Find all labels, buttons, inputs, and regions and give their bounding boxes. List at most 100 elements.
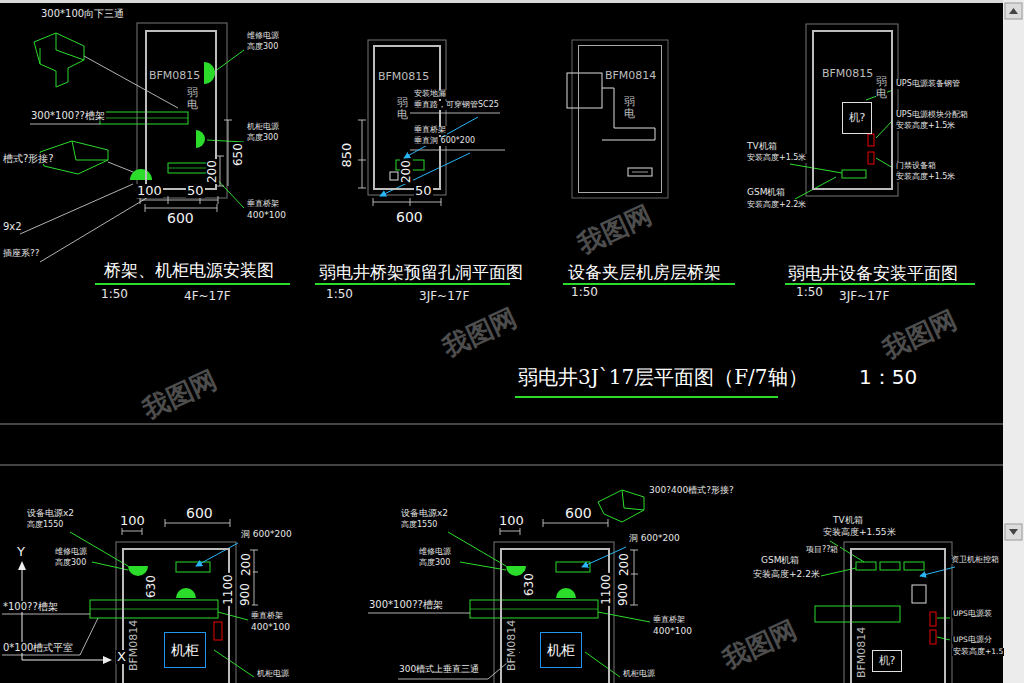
scale-text: 1:50 [325, 288, 354, 301]
shaft-wall [368, 40, 446, 195]
annotation-text: 资卫机柜控箱 [950, 556, 1000, 564]
annotation-text: 300槽式上垂直三通 [398, 665, 480, 675]
cable-tray [470, 609, 598, 610]
annotation-text: 项目??箱 [805, 546, 840, 555]
watermark: 我图网 [718, 614, 803, 674]
room-code: BFM0814 [605, 70, 656, 83]
tray-opening [632, 172, 648, 173]
shaft-wall [844, 542, 952, 683]
outlet-symbol [556, 588, 576, 598]
vertical-tray [168, 168, 208, 169]
room-name: 弱电 [876, 76, 887, 100]
annotation-text: 高度300 [246, 43, 279, 52]
equipment-label: 机? [879, 655, 896, 668]
dimension-line [630, 550, 638, 605]
shaft-room: BFM0814机? [850, 548, 946, 683]
axis-label: Y [16, 545, 26, 559]
outlet-symbol [196, 130, 205, 148]
annotation-text: 槽式?形接? [2, 153, 55, 164]
annotation-text: GSM机箱 [760, 556, 800, 566]
scrollbar [1003, 0, 1024, 683]
room-name: 弱电 [187, 87, 198, 111]
outlet-symbol [130, 169, 152, 180]
annotation-text: 垂直桥架 [250, 612, 284, 621]
dimension-text: 630 [145, 574, 158, 599]
annotation-text: UPS电源装 [952, 610, 993, 618]
dimension-text: 1100 [222, 573, 235, 606]
power-box [214, 622, 222, 640]
window-frame [0, 0, 1003, 3]
drawing-title: 桥架、机柜电源安装图 [103, 261, 275, 280]
dimension-line [140, 196, 218, 212]
annotation-text: 洞 600*200 [240, 530, 293, 540]
tray-opening [628, 168, 652, 176]
scale-text: 1:50 [100, 288, 129, 301]
dimension-text: 900 [617, 582, 630, 607]
annotation-text: 垂直桥架 [652, 616, 686, 625]
dimension-text: 600 [564, 506, 593, 521]
annotation-text: 300*100向下三通 [40, 8, 125, 19]
equipment-box: 机? [842, 102, 872, 134]
scale-text: 3JF~17F [418, 290, 470, 303]
cabinet-box: 机柜 [540, 632, 582, 668]
drawing-title: 1：50 [858, 366, 918, 388]
outlet-symbol [176, 588, 196, 598]
annotation-text: 300*100??槽架 [368, 599, 444, 610]
annotation-text: 维修电源 [418, 548, 452, 557]
room-code: BFM0814 [506, 619, 519, 670]
annotation-text: 安装高度+1.5米 [895, 173, 956, 182]
annotation-text: 维修电源 [54, 548, 88, 557]
shaft-wall [572, 40, 668, 198]
cable-tray [90, 609, 218, 610]
annotation-text: 洞 600*200 [628, 534, 681, 544]
annotation-text: 设备电源x2 [26, 509, 75, 519]
equipment-box-symbol [880, 562, 900, 570]
distribution-box [868, 134, 874, 146]
cable-tray [90, 600, 218, 618]
shaft-wall [806, 24, 898, 196]
scale-text: 1:50 [570, 286, 599, 299]
leader-line [207, 50, 244, 208]
dimension-text: 100 [119, 514, 146, 528]
annotation-text: 插座系?? [2, 249, 41, 259]
annotation-text: 高度300 [418, 559, 451, 568]
annotation-text: UPS电源装备钢管 [895, 80, 961, 89]
dimension-text: 200 [206, 159, 219, 184]
access-control-box [868, 152, 874, 164]
watermark: 我图网 [138, 364, 223, 424]
dimension-text: 850 [340, 142, 354, 169]
dimension-text: 600 [166, 211, 195, 226]
annotation-text: 安装高度+2.2米 [752, 570, 821, 580]
watermark: 我图网 [438, 302, 523, 362]
sheet-title: 弱电井3J`17层平面图（F/7轴） [517, 366, 809, 388]
drawing-title: 弱电井桥架预留孔洞平面图 [318, 263, 524, 282]
ups-box [930, 612, 936, 626]
equipment-box-symbol [904, 562, 924, 570]
room-code: BFM0815 [149, 70, 200, 83]
watermark: 我图网 [573, 199, 658, 259]
annotation-text: 安装高度+1.5 [952, 648, 1004, 656]
tray-opening [556, 562, 590, 572]
annotation-text: 400*100 [246, 211, 287, 221]
ups-box [930, 630, 936, 644]
dimension-text: 100 [498, 514, 525, 528]
scroll-button [1005, 524, 1022, 540]
leader-line [2, 614, 98, 655]
drawing-title: 设备夹层机房层桥架 [567, 263, 722, 282]
annotation-text: 高度1550 [26, 521, 64, 530]
divider-line [0, 465, 1003, 466]
floor-drain [390, 172, 398, 180]
leader-line [410, 113, 505, 150]
scale-text: 4F~17F [183, 290, 232, 303]
annotation-text: 机柜电源 [622, 670, 656, 679]
equipment-label: 机? [849, 112, 866, 125]
axis-label: X [116, 650, 127, 664]
dimension-text: 1100 [600, 573, 613, 606]
equipment-box: 机? [872, 650, 902, 672]
annotation-text: 安装高度+2.2米 [746, 201, 807, 210]
annotation-text: 安装地漏 [413, 90, 447, 99]
cable-tray [602, 88, 655, 140]
cable-tray [567, 73, 602, 108]
leader-line [790, 90, 893, 199]
